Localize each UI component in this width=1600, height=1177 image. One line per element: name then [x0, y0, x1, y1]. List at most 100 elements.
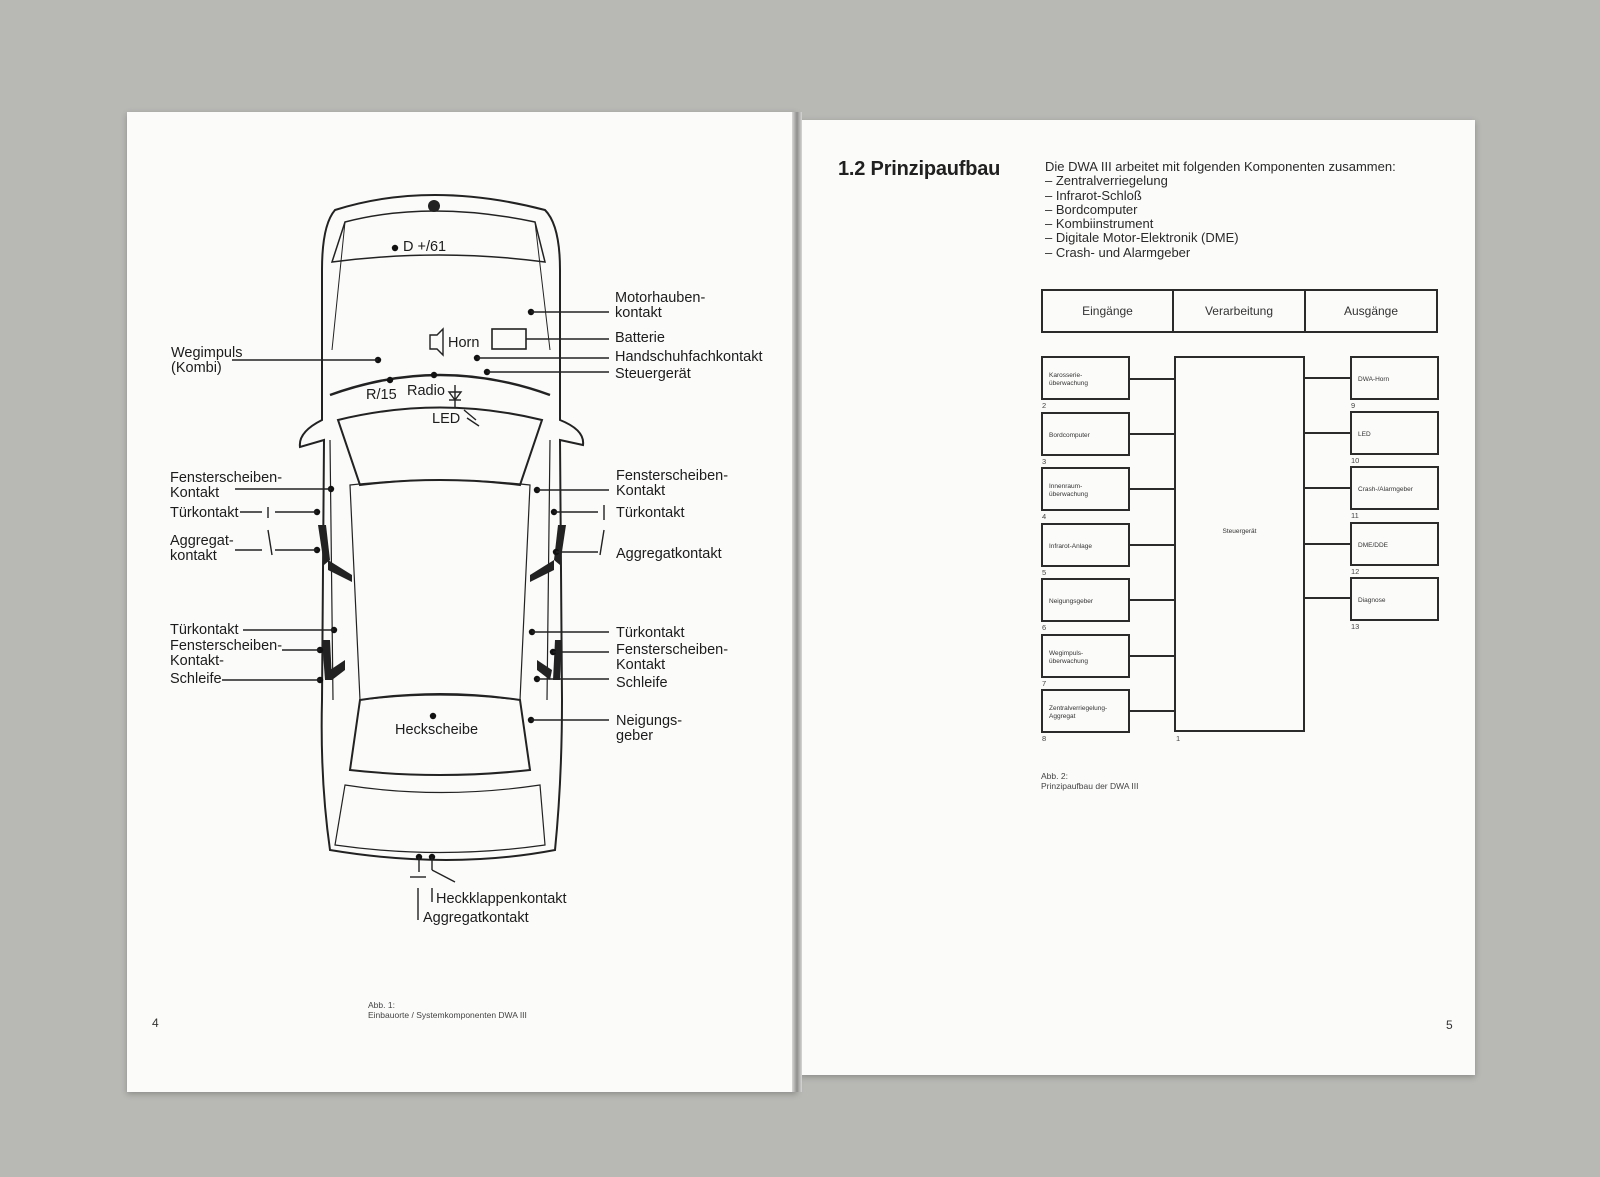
output-box: DWA-Horn — [1350, 356, 1439, 400]
label-wegimpuls: Wegimpuls (Kombi) — [171, 345, 243, 376]
processor-number: 1 — [1176, 734, 1181, 743]
header-eingaenge: Eingänge — [1041, 289, 1174, 333]
label-motorhauben: Motorhauben- kontakt — [615, 290, 706, 321]
output-box: LED — [1350, 411, 1439, 455]
page-number-left: 4 — [152, 1016, 159, 1030]
label-r15: R/15 — [366, 387, 397, 403]
book-gutter — [792, 112, 802, 1092]
output-box: DME/DDE — [1350, 522, 1439, 566]
input-label: Bordcomputer — [1049, 432, 1090, 439]
intro-item: – Zentralverriegelung — [1045, 173, 1168, 189]
connector-line — [1130, 488, 1174, 490]
label-batterie: Batterie — [615, 330, 665, 346]
connector-line — [1130, 433, 1174, 435]
label-aggregat-bottom: Aggregatkontakt — [423, 910, 529, 926]
input-box: Infrarot-Anlage — [1041, 523, 1130, 567]
section-heading: 1.2 Prinzipaufbau — [838, 158, 1001, 180]
header-ausgaenge: Ausgänge — [1304, 289, 1438, 333]
connector-line — [1305, 377, 1350, 379]
input-box: Karosserie- überwachung — [1041, 356, 1130, 400]
output-number: 13 — [1351, 622, 1360, 631]
connector-line — [1305, 543, 1350, 545]
input-box: Neigungsgeber — [1041, 578, 1130, 622]
output-label: LED — [1358, 431, 1371, 438]
input-number: 3 — [1042, 457, 1047, 466]
input-label: Innenraum- überwachung — [1049, 483, 1089, 498]
intro-text: Die DWA III arbeitet mit folgenden Kompo… — [1045, 159, 1396, 260]
caption-1-line2: Einbauorte / Systemkomponenten DWA III — [368, 1010, 527, 1020]
rear-window — [348, 693, 532, 776]
input-box: Bordcomputer — [1041, 412, 1130, 456]
label-fenster-left-2: Fensterscheiben- Kontakt- — [170, 638, 283, 669]
label-radio: Radio — [407, 383, 445, 399]
left-page — [127, 112, 797, 1092]
input-box: Zentralverriegelung- Aggregat — [1041, 689, 1130, 733]
label-schleife-left: Schleife — [170, 671, 222, 687]
label-neigungsgeber: Neigungs- geber — [616, 713, 683, 744]
intro-item: – Bordcomputer — [1045, 201, 1138, 217]
output-label: DME/DDE — [1358, 542, 1388, 549]
input-label: Infrarot-Anlage — [1049, 543, 1092, 550]
label-steuergeraet: Steuergerät — [615, 366, 691, 382]
label-led: LED — [432, 411, 461, 427]
output-label: DWA-Horn — [1358, 376, 1390, 383]
input-label: Neigungsgeber — [1049, 598, 1094, 605]
output-box: Crash-/Alarmgeber — [1350, 466, 1439, 510]
connector-line — [1130, 599, 1174, 601]
page-number-right: 5 — [1446, 1018, 1453, 1032]
right-page — [800, 120, 1475, 1075]
label-aggregat-right: Aggregatkontakt — [616, 546, 722, 562]
output-number: 9 — [1351, 401, 1356, 410]
input-number: 5 — [1042, 568, 1047, 577]
label-tuer-right-1: Türkontakt — [616, 505, 685, 521]
input-label: Wegimpuls- überwachung — [1049, 650, 1089, 665]
connector-line — [1130, 710, 1174, 712]
label-fenster-right-2: Fensterscheiben- Kontakt — [616, 642, 729, 673]
label-schleife-right: Schleife — [616, 675, 668, 691]
label-tuer-left-2: Türkontakt — [170, 622, 239, 638]
label-heckscheibe: Heckscheibe — [395, 722, 479, 738]
label-horn: Horn — [448, 335, 480, 351]
label-heckklappen: Heckklappenkontakt — [436, 891, 567, 907]
input-box: Innenraum- überwachung — [1041, 467, 1130, 511]
intro-item: – Digitale Motor-Elektronik (DME) — [1045, 230, 1239, 246]
connector-line — [1130, 544, 1174, 546]
caption-2-line2: Prinzipaufbau der DWA III — [1041, 781, 1139, 791]
label-tuer-right-2: Türkontakt — [616, 625, 685, 641]
connector-line — [1305, 432, 1350, 434]
input-number: 2 — [1042, 401, 1047, 410]
intro-item: – Infrarot-Schloß — [1045, 187, 1142, 203]
intro-item: – Crash- und Alarmgeber — [1045, 244, 1191, 260]
input-box: Wegimpuls- überwachung — [1041, 634, 1130, 678]
caption-2-line1: Abb. 2: — [1041, 771, 1068, 781]
input-number: 8 — [1042, 734, 1047, 743]
car-body-outline — [298, 194, 585, 861]
input-label: Zentralverriegelung- Aggregat — [1049, 705, 1108, 720]
output-box: Diagnose — [1350, 577, 1439, 621]
label-fenster-left-1: Fensterscheiben- Kontakt — [170, 470, 283, 501]
output-label: Diagnose — [1358, 597, 1386, 604]
intro-item: – Kombiinstrument — [1045, 216, 1154, 232]
label-d61: D +/61 — [403, 239, 447, 255]
output-label: Crash-/Alarmgeber — [1358, 486, 1413, 493]
intro-lead: Die DWA III arbeitet mit folgenden Kompo… — [1045, 159, 1396, 174]
connector-line — [1305, 487, 1350, 489]
figure-caption-1: Abb. 1: Einbauorte / Systemkomponenten D… — [368, 1000, 527, 1020]
label-tuer-left-1: Türkontakt — [170, 505, 239, 521]
label-fenster-right-1: Fensterscheiben- Kontakt — [616, 468, 729, 499]
connector-line — [1305, 597, 1350, 599]
output-number: 10 — [1351, 456, 1360, 465]
caption-1-line1: Abb. 1: — [368, 1000, 395, 1010]
connector-line — [1130, 378, 1174, 380]
input-label: Karosserie- überwachung — [1049, 372, 1089, 387]
label-aggregat-left: Aggregat- kontakt — [170, 533, 234, 564]
output-number: 12 — [1351, 567, 1360, 576]
input-number: 7 — [1042, 679, 1047, 688]
output-number: 11 — [1351, 511, 1359, 520]
steuergeraet-box: Steuergerät — [1174, 356, 1305, 732]
connector-line — [1130, 655, 1174, 657]
header-verarbeitung: Verarbeitung — [1172, 289, 1306, 333]
input-number: 6 — [1042, 623, 1047, 632]
input-number: 4 — [1042, 512, 1047, 521]
